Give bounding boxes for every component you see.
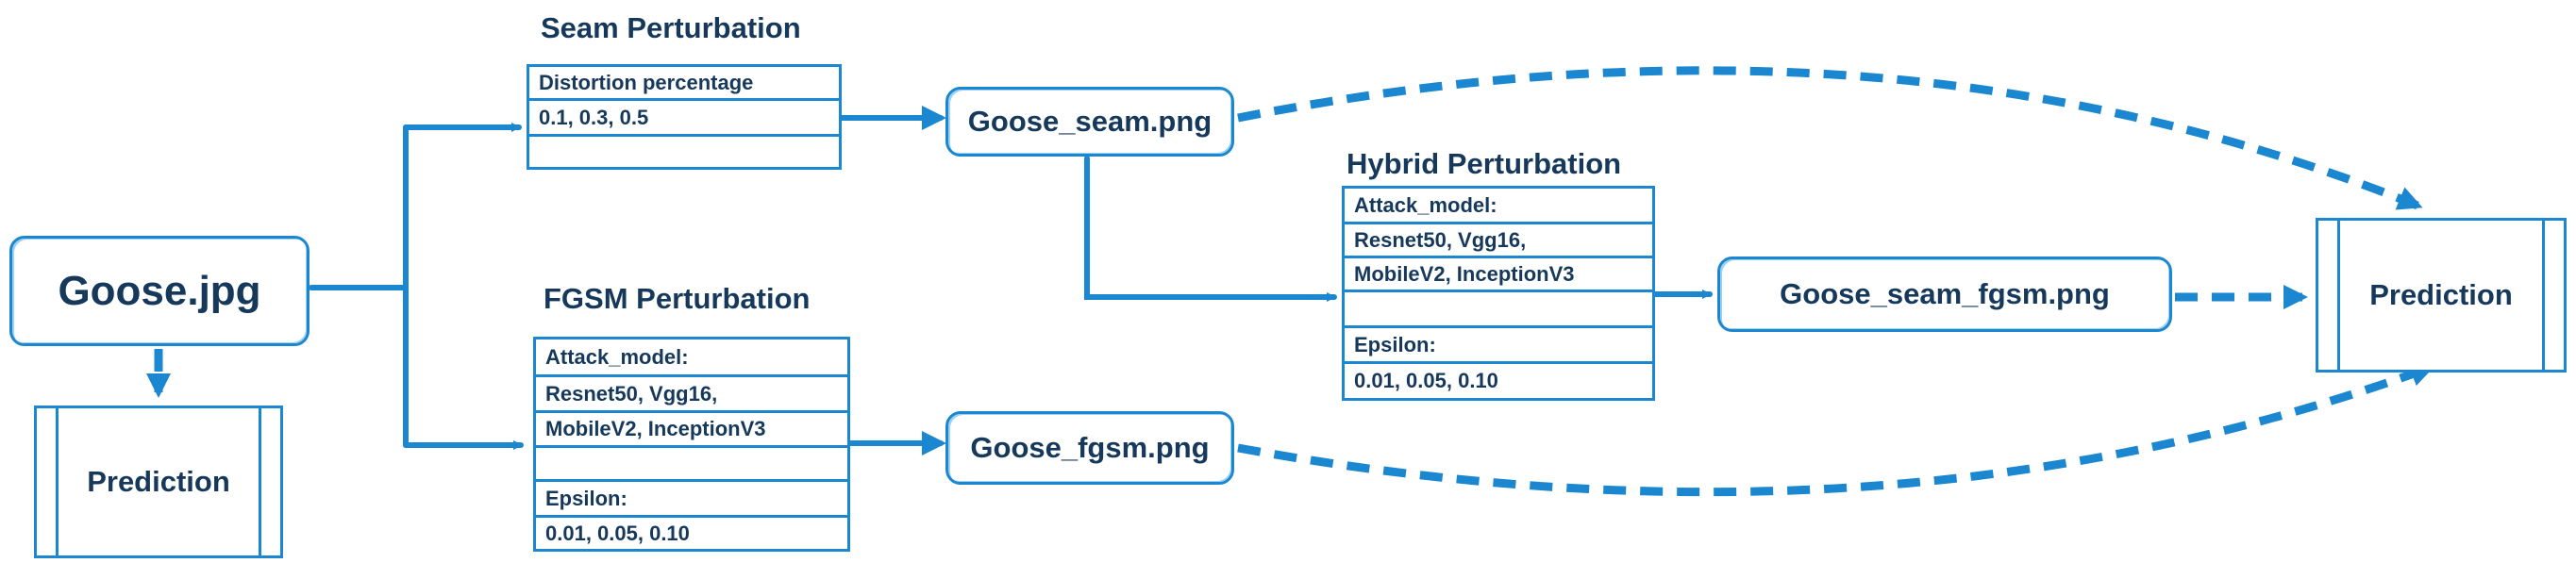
hybrid-param-row: 0.01, 0.05, 0.10 bbox=[1354, 368, 1498, 392]
seam-param-row: 0.1, 0.3, 0.5 bbox=[529, 101, 839, 137]
seam-parameters-table: Distortion percentage 0.1, 0.3, 0.5 bbox=[527, 64, 842, 170]
seam-param-row bbox=[529, 137, 839, 166]
fgsm-param-row: Epsilon: bbox=[536, 482, 847, 518]
fgsm-output-to-prediction-dashed-arrow bbox=[1237, 362, 2435, 497]
hybrid-param-row bbox=[1345, 292, 1652, 328]
prediction-node-perturbed: Prediction bbox=[2316, 218, 2567, 373]
prediction-label-perturbed: Prediction bbox=[2369, 278, 2513, 311]
fgsm-output-label: Goose_fgsm.png bbox=[970, 431, 1210, 464]
hybrid-param-row: Attack_model: bbox=[1345, 189, 1652, 224]
seam-output-label: Goose_seam.png bbox=[967, 105, 1213, 138]
prediction-label-original: Prediction bbox=[87, 465, 230, 498]
seam-output-to-prediction-dashed-arrow bbox=[1237, 66, 2423, 210]
fgsm-output-node: Goose_fgsm.png bbox=[945, 411, 1234, 485]
fgsm-param-row: Attack_model: bbox=[536, 339, 847, 377]
hybrid-param-row: Resnet50, Vgg16, bbox=[1345, 224, 1652, 258]
hybrid-perturbation-title: Hybrid Perturbation bbox=[1347, 147, 1622, 180]
hybrid-output-label: Goose_seam_fgsm.png bbox=[1780, 277, 2110, 310]
prediction-node-original: Prediction bbox=[34, 406, 283, 558]
hybrid-parameters-table: Attack_model: Resnet50, Vgg16, MobileV2,… bbox=[1342, 186, 1655, 401]
fgsm-param-row bbox=[536, 448, 847, 482]
fgsm-param-row: Resnet50, Vgg16, bbox=[536, 377, 847, 413]
hybrid-param-row: MobileV2, InceptionV3 bbox=[1345, 258, 1652, 292]
seam-output-node: Goose_seam.png bbox=[945, 87, 1234, 157]
source-image-label: Goose.jpg bbox=[58, 267, 261, 314]
fgsm-param-row: 0.01, 0.05, 0.10 bbox=[545, 521, 690, 545]
seam-param-row: Distortion percentage bbox=[529, 67, 839, 101]
fgsm-perturbation-title: FGSM Perturbation bbox=[544, 282, 811, 315]
hybrid-output-node: Goose_seam_fgsm.png bbox=[1717, 257, 2172, 332]
source-image-node: Goose.jpg bbox=[9, 236, 309, 346]
hybrid-param-row: Epsilon: bbox=[1345, 328, 1652, 364]
seam-output-to-hybrid-arrow bbox=[1084, 156, 1337, 302]
source-branch-lines bbox=[309, 123, 524, 450]
seam-perturbation-title: Seam Perturbation bbox=[541, 11, 801, 44]
fgsm-parameters-table: Attack_model: Resnet50, Vgg16, MobileV2,… bbox=[533, 337, 850, 552]
fgsm-param-row: MobileV2, InceptionV3 bbox=[536, 413, 847, 448]
